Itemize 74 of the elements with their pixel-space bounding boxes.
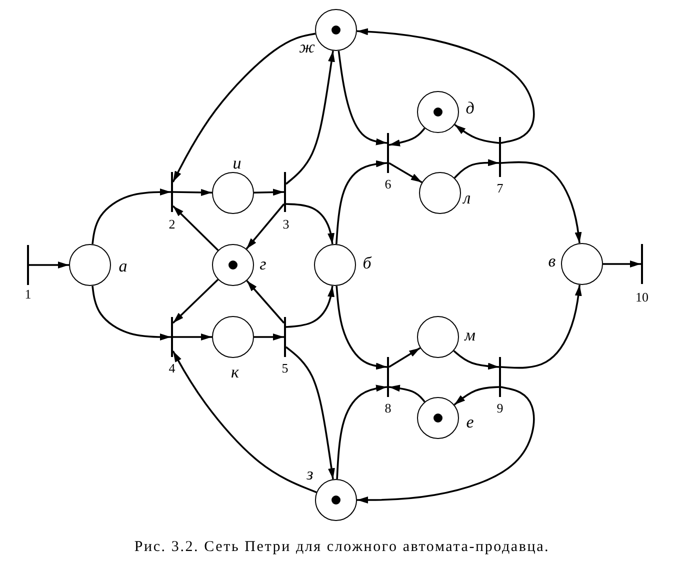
arrow bbox=[286, 286, 334, 328]
arrow bbox=[388, 384, 426, 402]
arrow bbox=[285, 50, 335, 185]
place-label: е bbox=[466, 414, 474, 430]
place-circle bbox=[314, 244, 356, 286]
place-circle bbox=[212, 316, 254, 358]
arrow bbox=[336, 286, 388, 370]
place-label: г bbox=[260, 256, 266, 272]
transition-number: 5 bbox=[282, 362, 288, 374]
token-dot-icon bbox=[434, 108, 442, 116]
place-label: к bbox=[231, 364, 239, 380]
arrow bbox=[500, 284, 582, 369]
token-dot-icon bbox=[332, 26, 340, 34]
arrow bbox=[246, 280, 285, 324]
place-circle bbox=[417, 316, 459, 358]
transition-number: 7 bbox=[496, 182, 504, 194]
arrow bbox=[454, 124, 500, 144]
arrow bbox=[336, 160, 388, 244]
place-circle bbox=[417, 91, 459, 133]
transition-number: 1 bbox=[24, 288, 32, 300]
place-label: б bbox=[362, 254, 372, 272]
transition-number: 9 bbox=[496, 402, 504, 414]
figure-caption: Рис. 3.2. Сеть Петри для сложного автомата-продавца. bbox=[134, 539, 550, 556]
place-circle bbox=[69, 244, 111, 286]
transition-number: 2 bbox=[168, 218, 176, 230]
place-label: а bbox=[118, 258, 128, 274]
arrow bbox=[286, 203, 334, 244]
arrow bbox=[172, 350, 317, 494]
arrow bbox=[246, 203, 285, 250]
arrow bbox=[92, 286, 171, 340]
place-circle bbox=[315, 9, 357, 51]
place-circle bbox=[417, 397, 459, 439]
arrow bbox=[356, 28, 535, 144]
arrow bbox=[285, 346, 335, 480]
place-circle bbox=[212, 172, 254, 214]
arrow bbox=[172, 205, 219, 251]
transition-number: 4 bbox=[168, 362, 176, 374]
transition-number: 8 bbox=[384, 402, 392, 414]
arrow bbox=[172, 278, 219, 324]
arrow bbox=[29, 262, 69, 268]
arrow bbox=[172, 32, 316, 182]
arrow bbox=[254, 188, 284, 196]
place-label: ж bbox=[299, 38, 315, 56]
arrow bbox=[388, 128, 426, 146]
arrow bbox=[453, 350, 500, 370]
arrow bbox=[388, 162, 422, 184]
place-label: в bbox=[548, 252, 556, 270]
arrow bbox=[454, 159, 500, 179]
arrow bbox=[254, 334, 284, 340]
place-circle bbox=[315, 479, 357, 521]
transition-number: 10 bbox=[636, 290, 648, 304]
place-label: л bbox=[463, 190, 471, 206]
arrow bbox=[173, 334, 212, 340]
token-dot-icon bbox=[228, 260, 238, 270]
place-circle bbox=[212, 244, 254, 286]
arrow bbox=[338, 50, 388, 146]
arrow bbox=[336, 384, 388, 480]
token-dot-icon bbox=[434, 414, 442, 422]
arrow bbox=[357, 386, 535, 504]
place-circle bbox=[419, 172, 461, 214]
arrow bbox=[454, 386, 500, 406]
place-label: м bbox=[464, 326, 476, 344]
arrow bbox=[603, 260, 641, 268]
place-label: д bbox=[466, 100, 474, 116]
token-dot-icon bbox=[332, 496, 340, 504]
arrow bbox=[92, 188, 171, 244]
place-label: з bbox=[306, 466, 314, 482]
arrow bbox=[500, 161, 582, 244]
place-circle bbox=[561, 243, 603, 285]
transition-number: 6 bbox=[384, 178, 392, 190]
transition-number: 3 bbox=[282, 218, 290, 230]
arrow bbox=[388, 347, 421, 368]
place-label: и bbox=[232, 154, 242, 172]
arrow bbox=[172, 188, 212, 196]
